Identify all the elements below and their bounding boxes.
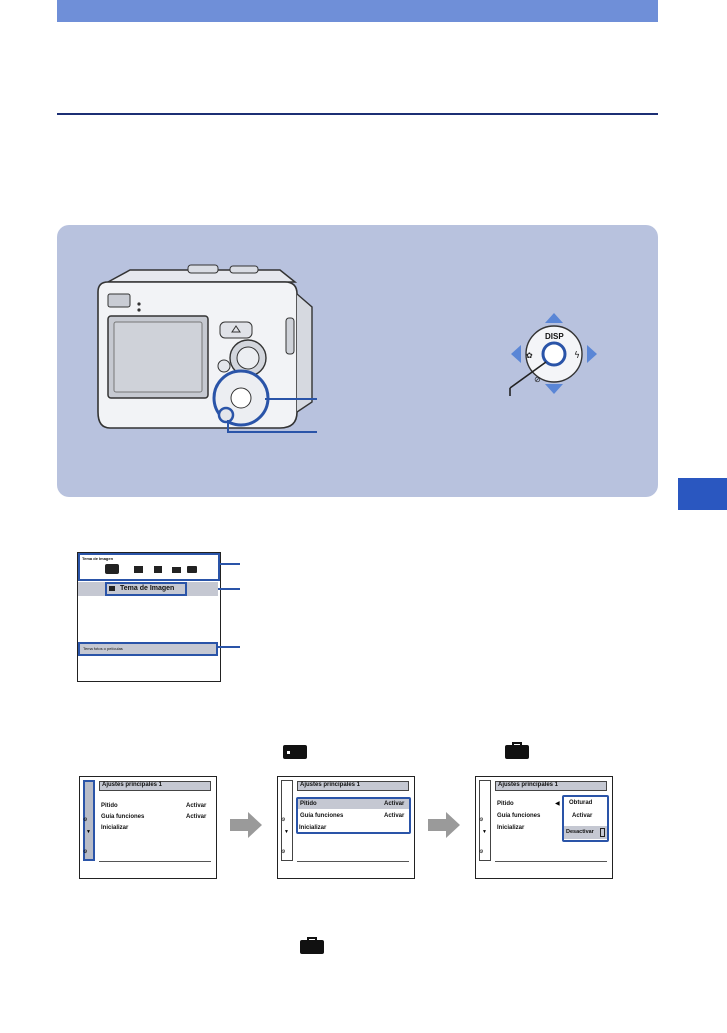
setup-screen-3: ⚙ ▼ ⚙ Ajustes principales 1 Pitido ◀ Guí… — [475, 776, 613, 879]
setup-title: Ajustes principales 1 — [102, 782, 163, 788]
setup-bottom-rule — [99, 861, 211, 862]
chevron-down-icon-2: ▼ — [284, 829, 289, 835]
row-value-pitido: Activar — [186, 803, 207, 809]
row-label-inicializar: Inicializar — [101, 825, 129, 831]
chevron-left-icon: ◀ — [555, 801, 560, 807]
menu-footer — [78, 642, 218, 656]
tab-icon-f: ⚙ — [479, 849, 484, 855]
toolbox-handle — [512, 742, 522, 746]
camera-mode-icon — [105, 564, 119, 574]
option-desactivar: Desactivar — [566, 829, 594, 835]
setup-bottom-rule-2 — [297, 861, 409, 862]
menu-screen: Tema de Imagen Tema de Imagen Tema fotos… — [77, 552, 221, 682]
row-value-guia-2: Activar — [384, 813, 405, 819]
scene-icon — [109, 586, 115, 591]
setup-side-tabs — [83, 780, 95, 861]
top-header-bar — [57, 0, 658, 22]
toolbox-handle-2 — [307, 937, 317, 941]
setup-side-tabs-2 — [281, 780, 293, 861]
row-label-guia-2: Guía funciones — [300, 813, 344, 819]
camera-leader-lines — [227, 398, 317, 433]
rows-highlight — [296, 797, 411, 834]
option-activar: Activar — [572, 813, 593, 819]
option-obturad: Obturad — [569, 800, 593, 806]
camera-illustration — [97, 264, 313, 429]
tab-icon-d: ⚙ — [281, 849, 286, 855]
self-timer-icon: ⊘ — [534, 375, 541, 384]
toolbox-icon — [187, 566, 197, 573]
disp-label: DISP — [545, 332, 564, 341]
menu-footer-hint: Tema fotos o películas — [83, 646, 123, 651]
tab-icon-e: ⚙ — [479, 817, 484, 823]
movie-mode-icon — [134, 566, 143, 573]
row-value-pitido-2: Activar — [384, 801, 405, 807]
row-value-guia: Activar — [186, 814, 207, 820]
stamp-mode-icon — [154, 566, 162, 573]
menu-header-label: Tema de Imagen — [82, 556, 114, 561]
toolbox-inline-icon — [505, 745, 529, 759]
option-selected-bg — [564, 826, 607, 839]
tab-icon-c: ⚙ — [281, 817, 286, 823]
setup-screen-2: ⚙ ▼ ⚙ Ajustes principales 1 Pitido Activ… — [277, 776, 415, 879]
tab-icon-b: ⚙ — [83, 849, 88, 855]
menu-item-highlight — [105, 582, 187, 596]
tab-icon-a: ⚙ — [83, 817, 88, 823]
section-rule — [57, 113, 658, 115]
row-label-pitido: Pitido — [101, 803, 118, 809]
menu-bar-highlight — [78, 553, 220, 581]
chevron-down-icon: ▼ — [86, 829, 91, 835]
chapter-side-tab — [678, 478, 727, 510]
setup-title-bar-3 — [495, 781, 607, 791]
row-label-pitido-2: Pitido — [300, 801, 317, 807]
row-selected-bg — [298, 799, 409, 809]
step-arrow-1 — [230, 812, 262, 838]
selection-marker — [600, 828, 605, 837]
setup-bottom-rule-3 — [495, 861, 607, 862]
row-label-inicializar-3: Inicializar — [497, 825, 525, 831]
row-label-inicializar-2: Inicializar — [299, 825, 327, 831]
setup-title-2: Ajustes principales 1 — [300, 782, 361, 788]
menu-selected-strip — [78, 582, 218, 596]
step-arrow-2 — [428, 812, 460, 838]
flash-icon: ϟ — [574, 351, 580, 361]
setup-title-bar — [99, 781, 211, 791]
row-label-pitido-3: Pitido — [497, 801, 514, 807]
toolbox-inline-icon-2 — [300, 940, 324, 954]
setup-title-bar-2 — [297, 781, 409, 791]
row-label-guia: Guía funciones — [101, 814, 145, 820]
macro-icon: ✿ — [526, 351, 533, 360]
memory-card-inline-icon — [283, 745, 307, 759]
menu-leader-lines — [218, 563, 240, 648]
card-notch — [287, 751, 290, 754]
row-label-guia-3: Guía funciones — [497, 813, 541, 819]
chevron-down-icon-3: ▼ — [482, 829, 487, 835]
memory-card-icon — [172, 567, 181, 573]
setup-side-tabs-3 — [479, 780, 491, 861]
menu-selected-label: Tema de Imagen — [120, 585, 175, 592]
setup-title-3: Ajustes principales 1 — [498, 782, 559, 788]
setup-screen-1: ⚙ ▼ ⚙ Ajustes principales 1 Pitido Activ… — [79, 776, 217, 879]
control-dial-closeup: ⊘ ✿ ϟ — [509, 313, 597, 396]
